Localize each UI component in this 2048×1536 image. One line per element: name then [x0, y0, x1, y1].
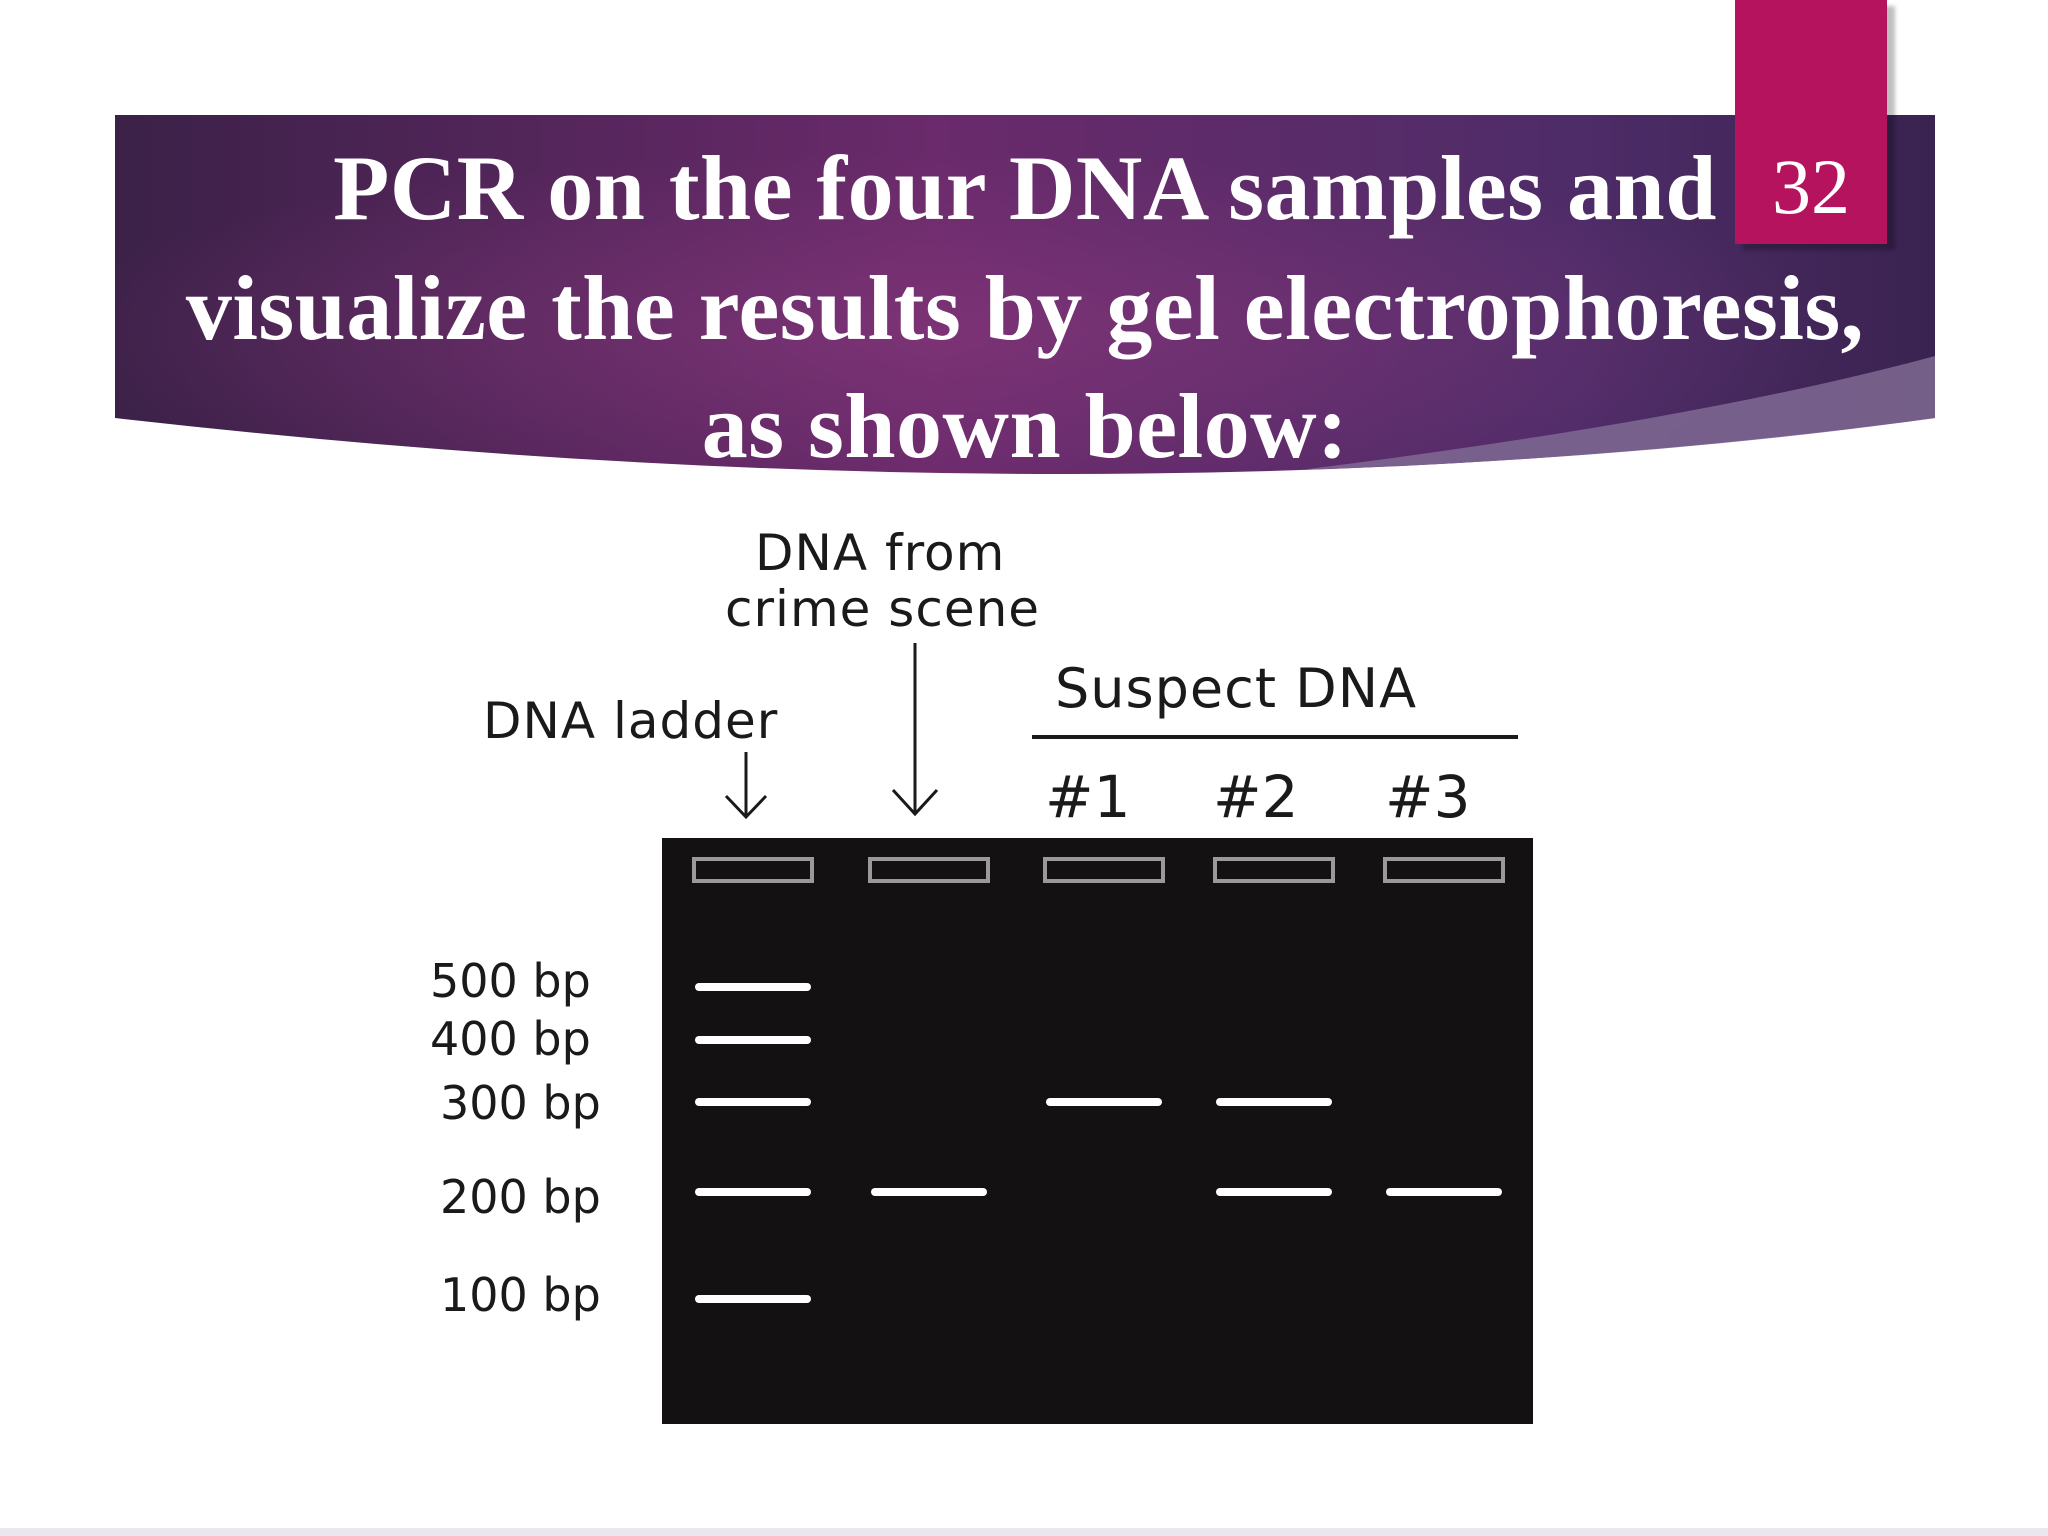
- bottom-strip: [0, 1528, 2048, 1536]
- size-marker-200: 200 bp: [440, 1170, 601, 1224]
- slide-title-line-2: visualize the results by gel electrophor…: [185, 257, 1865, 359]
- label-suspect-3: #3: [1385, 763, 1471, 831]
- title-banner: [115, 115, 1935, 474]
- gel-wells: [692, 857, 1505, 883]
- label-crime-scene-line2: crime scene: [725, 580, 1041, 638]
- size-marker-500: 500 bp: [430, 954, 591, 1008]
- well-lane-2: [868, 857, 990, 883]
- label-suspect-1: #1: [1045, 763, 1131, 831]
- arrow-crime-scene-head: [891, 788, 939, 817]
- label-crime-scene-line1: DNA from: [755, 524, 1006, 582]
- slide-number: 32: [1772, 143, 1850, 230]
- banner-swoosh: [1300, 356, 1935, 470]
- label-suspect-dna: Suspect DNA: [1055, 657, 1418, 720]
- slide-number-tab: 32: [1735, 0, 1887, 244]
- label-dna-ladder: DNA ladder: [483, 692, 779, 750]
- label-suspect-2: #2: [1213, 763, 1299, 831]
- size-marker-100: 100 bp: [440, 1268, 601, 1322]
- gel: [662, 838, 1533, 1424]
- size-marker-400: 400 bp: [430, 1012, 591, 1066]
- slide-title-line-3: as shown below:: [701, 375, 1349, 477]
- well-lane-3: [1043, 857, 1165, 883]
- well-lane-4: [1213, 857, 1335, 883]
- arrow-ladder-head: [724, 794, 768, 820]
- gel-bands: [695, 983, 1502, 1303]
- well-lane-5: [1383, 857, 1505, 883]
- size-marker-300: 300 bp: [440, 1076, 601, 1130]
- well-lane-1: [692, 857, 814, 883]
- slide-title-line-1: PCR on the four DNA samples and: [333, 137, 1717, 239]
